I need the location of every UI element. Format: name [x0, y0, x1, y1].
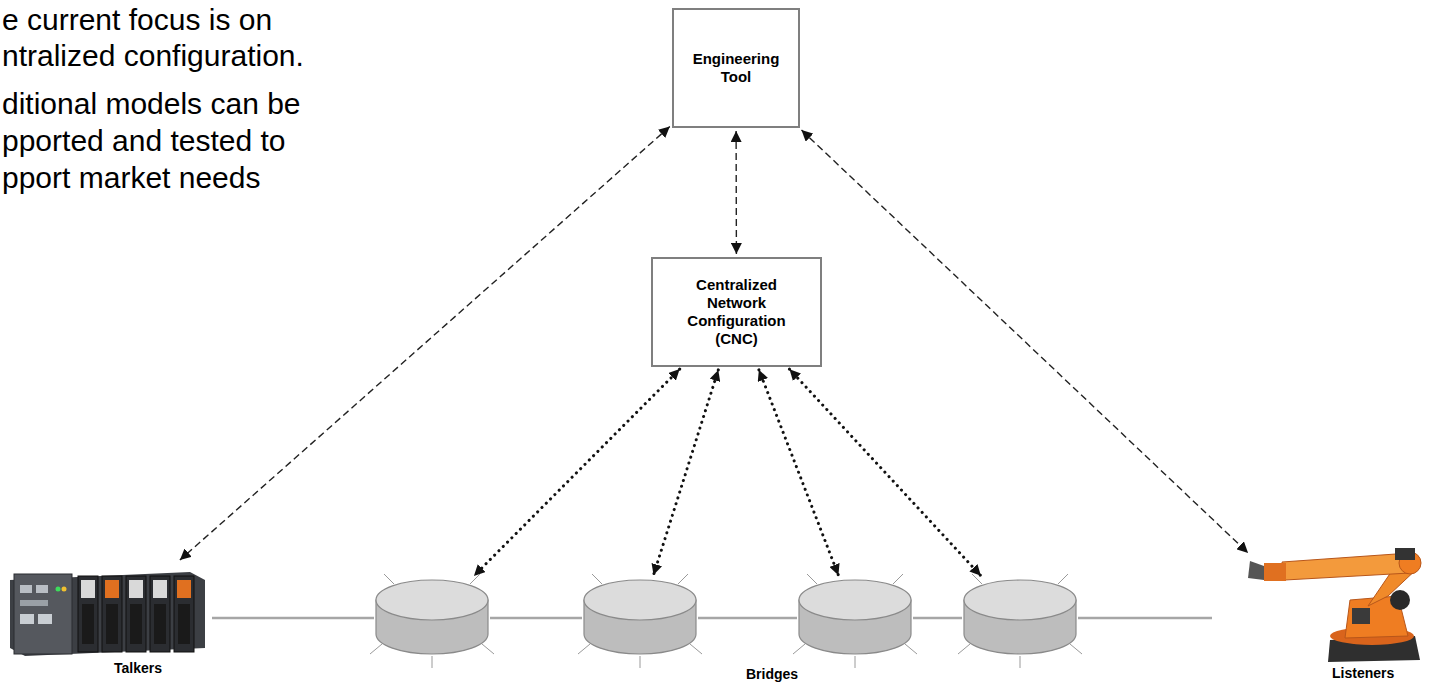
robot-tool	[1248, 561, 1264, 580]
role-label: Listeners	[1212, 665, 1428, 682]
module-label	[129, 580, 143, 598]
robot-motor	[1395, 548, 1415, 560]
io-module	[174, 576, 194, 652]
status-led	[62, 587, 67, 592]
robot-forearm	[1282, 553, 1410, 580]
cnc-box: Centralized Network Configuration (CNC)	[651, 257, 822, 367]
talker-node: Talkers	[2, 562, 212, 687]
bridge-ports	[370, 574, 494, 668]
bullet-text: ditional models can be pported and teste…	[2, 85, 337, 196]
bridge	[962, 578, 1078, 658]
port	[20, 585, 32, 593]
bridge-ports	[793, 574, 917, 668]
port	[20, 600, 48, 606]
network-link	[1078, 617, 1212, 620]
module-connector	[154, 604, 166, 644]
talker-device-illustration	[10, 572, 205, 656]
bridge-group: Bridges	[340, 570, 1204, 690]
module-label	[153, 580, 167, 598]
bridge-top	[376, 580, 488, 620]
dotted-arrow	[654, 370, 719, 575]
bridge-shape	[374, 578, 490, 658]
dotted-arrow	[474, 369, 680, 576]
listener-node: Listeners	[1212, 555, 1428, 687]
io-module	[150, 576, 170, 652]
chassis	[10, 572, 205, 656]
module-connector	[106, 604, 118, 644]
port	[20, 614, 34, 624]
bridge-top	[584, 580, 696, 620]
box-label: Engineering Tool	[684, 50, 788, 86]
bridge	[797, 578, 913, 658]
module-connector	[178, 604, 190, 644]
robot-illustration	[1248, 548, 1421, 662]
network-link	[490, 617, 582, 620]
robot-motor	[1352, 608, 1370, 624]
bridge-shape	[797, 578, 913, 658]
bridge-shape	[582, 578, 698, 658]
network-link	[698, 617, 797, 620]
module-connector	[82, 604, 94, 644]
module-label	[177, 580, 191, 598]
bullet-text: e current focus is on ntralized configur…	[2, 2, 337, 74]
io-module	[126, 576, 146, 652]
tool-box: Engineering Tool	[672, 8, 800, 128]
bridge-ports	[958, 574, 1082, 668]
controller-module	[14, 574, 72, 654]
io-module	[102, 576, 122, 652]
io-module	[78, 576, 98, 652]
box-label: Centralized Network Configuration (CNC)	[679, 276, 794, 348]
bridge	[582, 578, 698, 658]
dotted-arrow	[759, 370, 839, 575]
bridge-ports	[578, 574, 702, 668]
module-label	[81, 580, 95, 598]
network-link	[212, 617, 374, 620]
status-led	[56, 587, 61, 592]
bridge-top	[799, 580, 911, 620]
robot-counterweight	[1390, 590, 1410, 610]
role-label: Talkers	[2, 660, 212, 677]
port	[36, 585, 48, 593]
bridge	[374, 578, 490, 658]
module-connector	[130, 604, 142, 644]
port	[38, 614, 52, 624]
role-label: Bridges	[340, 666, 1204, 683]
robot-wrist	[1264, 563, 1286, 581]
dashed-arrow	[802, 130, 1249, 553]
bridge-shape	[962, 578, 1078, 658]
dotted-arrow	[790, 369, 981, 576]
module-label	[105, 580, 119, 598]
network-link	[913, 617, 962, 620]
bridge-top	[964, 580, 1076, 620]
dashed-arrow	[735, 131, 737, 254]
